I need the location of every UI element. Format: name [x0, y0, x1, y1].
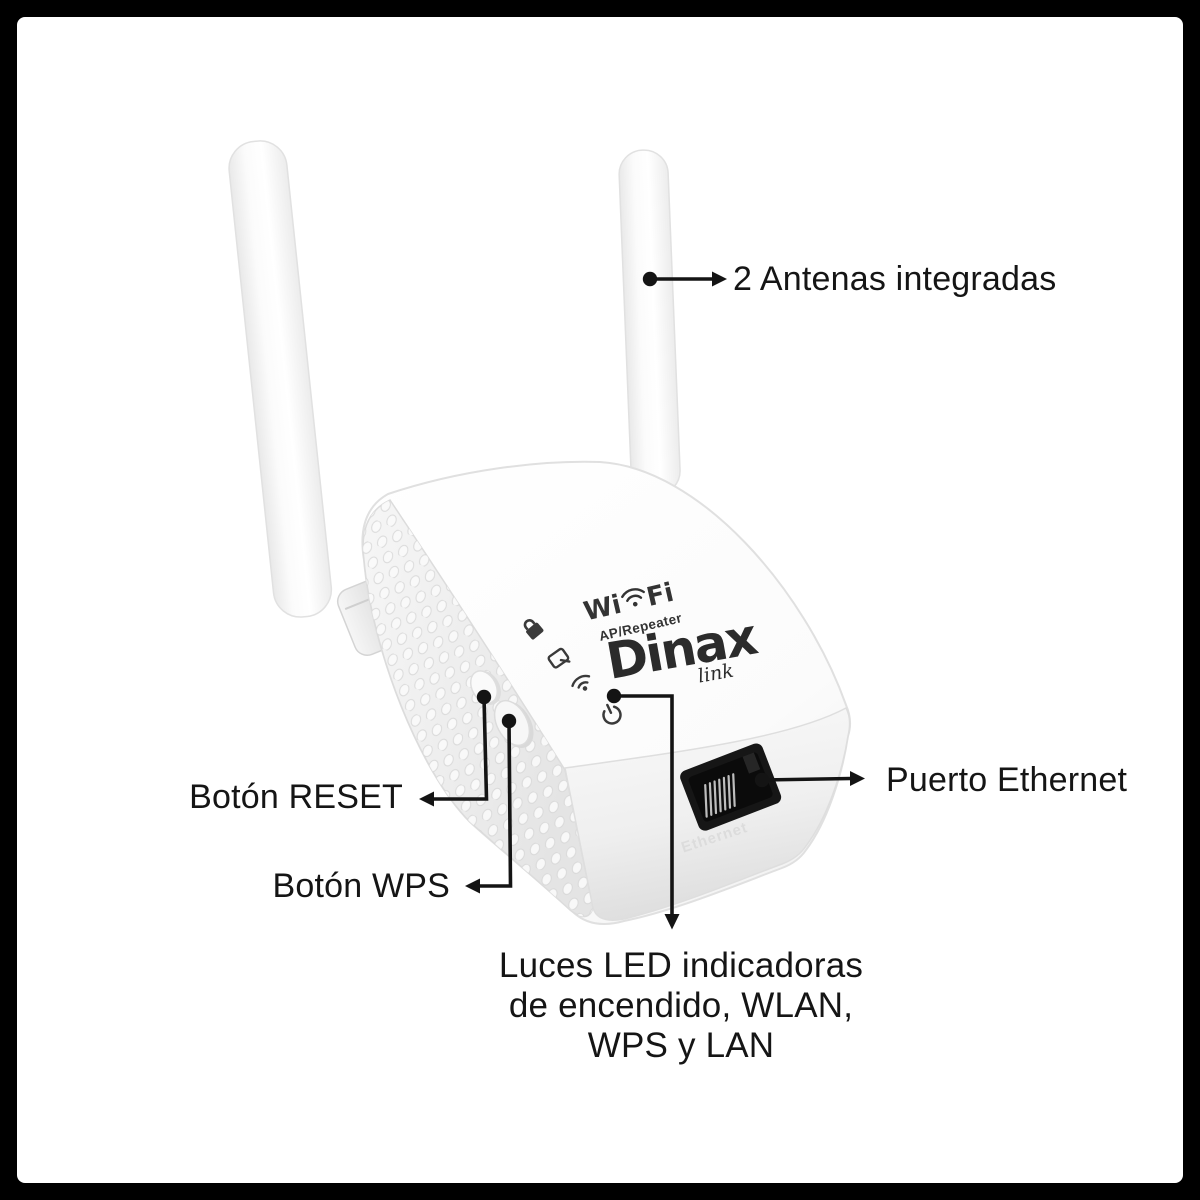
wps-led-lock-icon: [523, 619, 544, 640]
reset-button-label: Botón RESET: [189, 778, 403, 816]
arrow-down-icon: [664, 914, 680, 930]
right-antenna: [618, 149, 681, 496]
wps-button-label: Botón WPS: [272, 867, 450, 905]
callout-leds-line: [606, 688, 680, 930]
wifi-arcs-icon: [621, 588, 645, 607]
led-lights-label-line1: Luces LED indicadoras: [498, 946, 864, 985]
led-lights-label-line2: de encendido, WLAN,: [508, 986, 854, 1025]
body-side-face-dimples: [363, 500, 593, 917]
callout-reset-line: [419, 689, 492, 807]
callout-dot: [754, 772, 770, 788]
arrow-right-icon: [712, 271, 727, 287]
wifi-logo-right: Fi: [644, 578, 677, 613]
wlan-led-icon: [571, 674, 591, 691]
lan-led-icon: [547, 647, 571, 669]
callout-ethernet-line: [754, 771, 865, 788]
antennas-label: 2 Antenas integradas: [733, 260, 1057, 298]
rj45-clip-notch: [742, 752, 761, 774]
callout-dot: [501, 713, 517, 729]
callout-lines: [419, 271, 865, 930]
arrow-left-icon: [419, 791, 434, 807]
ethernet-port: [680, 743, 782, 831]
power-led-icon: [602, 703, 622, 725]
arrow-left-icon: [465, 878, 480, 894]
device-body: Ethernet Wi Fi AP/Repeater Dinax link: [361, 460, 852, 925]
ethernet-port-label: Puerto Ethernet: [886, 761, 1128, 799]
led-lights-label: Luces LED indicadoras de encendido, WLAN…: [499, 946, 863, 1066]
callout-antennas-line: [642, 271, 727, 287]
led-lights-label-line3: WPS y LAN: [587, 1026, 775, 1065]
callout-dot: [476, 689, 492, 705]
left-antenna: [228, 140, 333, 618]
rj45-pins: [704, 773, 736, 818]
callout-wps-line: [465, 713, 517, 894]
callout-dot: [606, 688, 622, 704]
callout-dot: [642, 271, 658, 287]
arrow-right-icon: [850, 771, 865, 786]
